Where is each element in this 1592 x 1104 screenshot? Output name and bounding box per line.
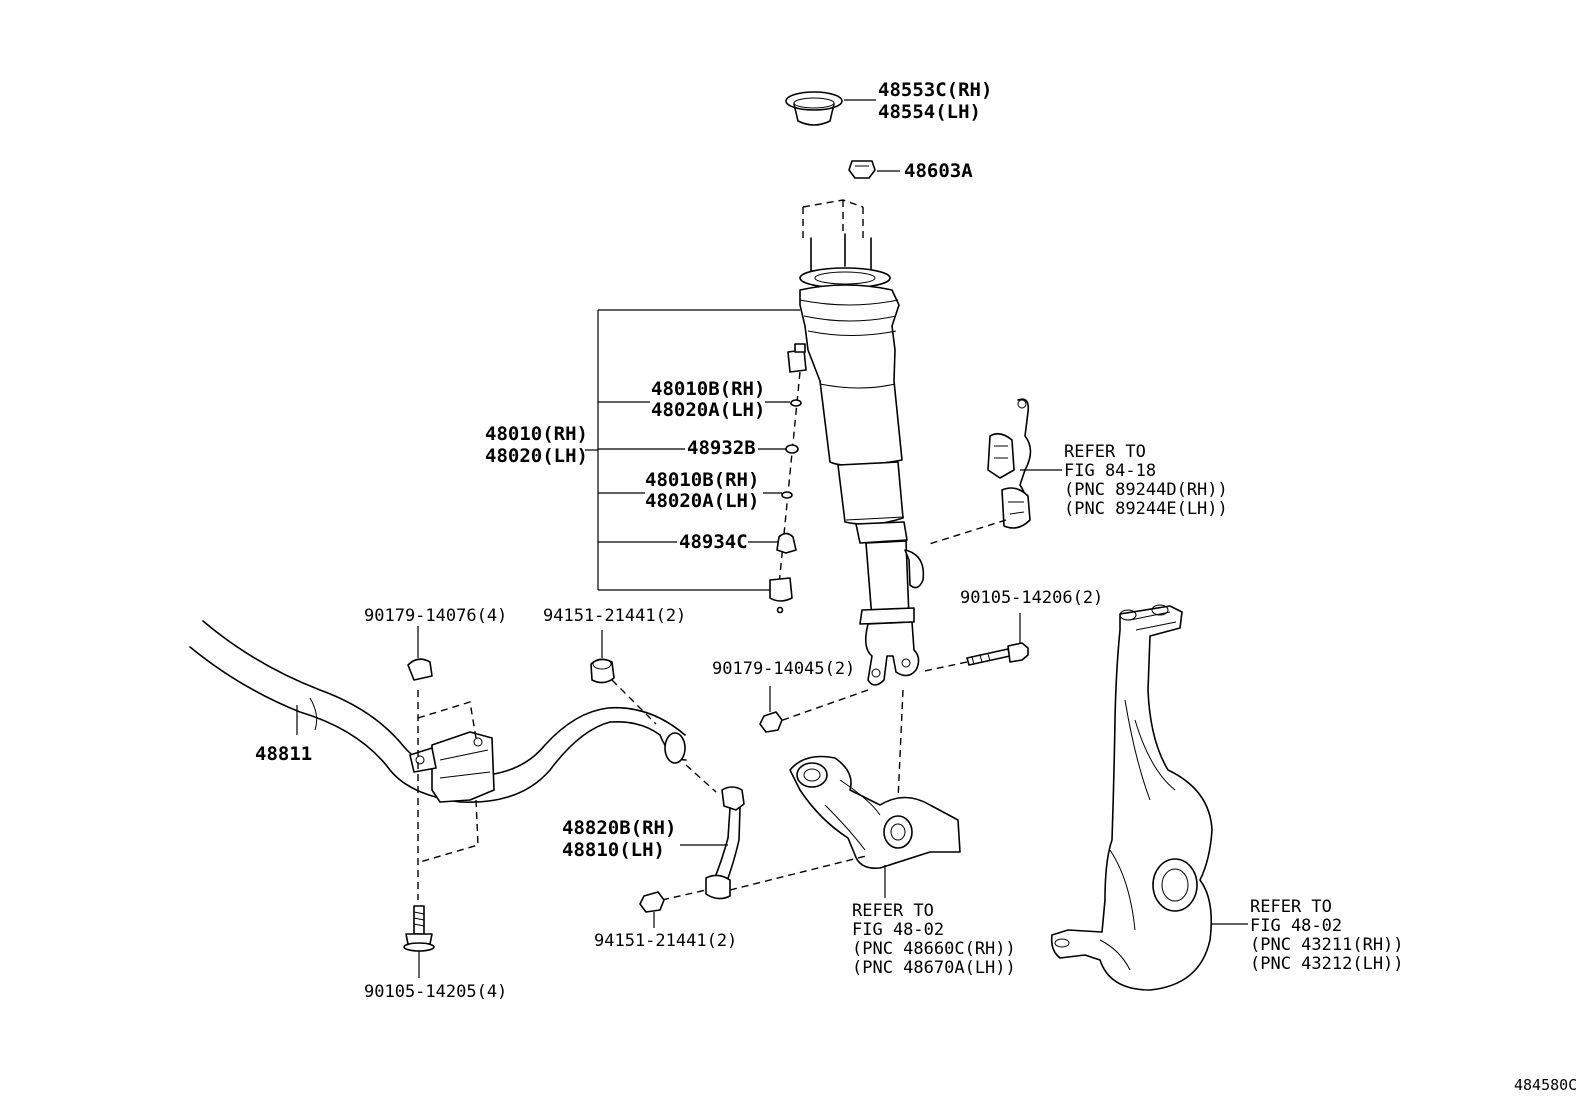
link-bushing-part: [590, 658, 615, 684]
link-bushing-label: 94151-21441(2): [543, 606, 687, 626]
figure-code: 484580C: [1514, 1076, 1578, 1094]
oring-lower-label-lh: 48020A(LH): [645, 490, 760, 512]
air-shock-absorber-part: [787, 233, 925, 686]
bracket-alignment-lines: [417, 701, 479, 863]
knuckle-ref-line-1: REFER TO: [1250, 897, 1332, 917]
oring-lower-label-rh: 48010B(RH): [645, 469, 760, 491]
oring-upper-label-lh: 48020A(LH): [651, 399, 766, 421]
link-nut-part: [639, 891, 665, 913]
sensor-ref-line-2: FIG 84-18: [1064, 461, 1157, 481]
sensor-alignment-line: [925, 519, 1007, 546]
sleeve-part: [769, 577, 793, 602]
knuckle-ref-line-3: (PNC 43211(RH)): [1250, 935, 1404, 955]
stabilizer-bracket-part: [409, 731, 495, 803]
lower-arm-ref-line-3: (PNC 48660C(RH)): [852, 939, 1016, 959]
absorber-assy-label-lh: 48020(LH): [485, 445, 588, 467]
link-arm-alignment-line: [729, 855, 867, 891]
link-nut-alignment-line: [661, 889, 707, 901]
fork-nut-part: [759, 711, 783, 733]
bracket-nut-label: 90179-14076(4): [364, 606, 508, 626]
washer-label: 48932B: [687, 437, 756, 459]
height-sensor-part: [987, 398, 1032, 529]
lower-arm-ref-line-4: (PNC 48670A(LH)): [852, 958, 1016, 978]
pin-part: [776, 606, 784, 614]
stabilizer-link-part: [705, 786, 745, 900]
fork-nut-label: 90179-14045(2): [712, 659, 856, 679]
clip-part: [776, 532, 797, 554]
stabilizer-bar-label: 48811: [255, 743, 313, 765]
steering-knuckle-part: [1050, 604, 1213, 991]
bolt-alignment-line: [919, 661, 968, 673]
component-chain-line: [777, 371, 801, 596]
top-nut-part: [848, 160, 876, 179]
stud-alignment-lines: [802, 199, 864, 242]
oring-upper-part: [790, 399, 802, 407]
absorber-assy-bracket: [585, 309, 800, 591]
washer-part: [785, 444, 799, 454]
upper-cap-part: [785, 91, 843, 126]
top-nut-label: 48603A: [904, 160, 973, 182]
sensor-ref-line-1: REFER TO: [1064, 442, 1146, 462]
long-bolt-label: 90105-14206(2): [960, 588, 1104, 608]
link-label-lh: 48810(LH): [562, 839, 665, 861]
link-top-alignment-line: [685, 764, 717, 793]
bushing-alignment-line: [611, 679, 657, 725]
clip-label: 48934C: [679, 531, 748, 553]
bracket-bolt-label: 90105-14205(4): [364, 982, 508, 1002]
knuckle-ref-line-2: FIG 48-02: [1250, 916, 1343, 936]
oring-upper-label-rh: 48010B(RH): [651, 378, 766, 400]
link-label-rh: 48820B(RH): [562, 817, 677, 839]
link-nut-label: 94151-21441(2): [594, 931, 738, 951]
lower-arm-ref-line-2: FIG 48-02: [852, 920, 945, 940]
knuckle-ref-line-4: (PNC 43212(LH)): [1250, 954, 1404, 974]
fork-alignment-line: [779, 689, 869, 722]
lower-arm-ref-line-1: REFER TO: [852, 901, 934, 921]
long-bolt-part: [966, 642, 1029, 666]
upper-cap-label-lh: 48554(LH): [878, 101, 981, 123]
upper-cap-label-rh: 48553C(RH): [878, 79, 993, 101]
bracket-bolt-part: [403, 905, 435, 952]
sensor-ref-line-3: (PNC 89244D(RH)): [1064, 480, 1228, 500]
lower-arm-part: [789, 755, 961, 870]
bracket-nut-part: [407, 658, 433, 681]
fork-to-arm-line: [897, 689, 904, 801]
absorber-assy-label-rh: 48010(RH): [485, 423, 588, 445]
sensor-ref-line-4: (PNC 89244E(LH)): [1064, 499, 1228, 519]
oring-lower-part: [781, 491, 793, 499]
